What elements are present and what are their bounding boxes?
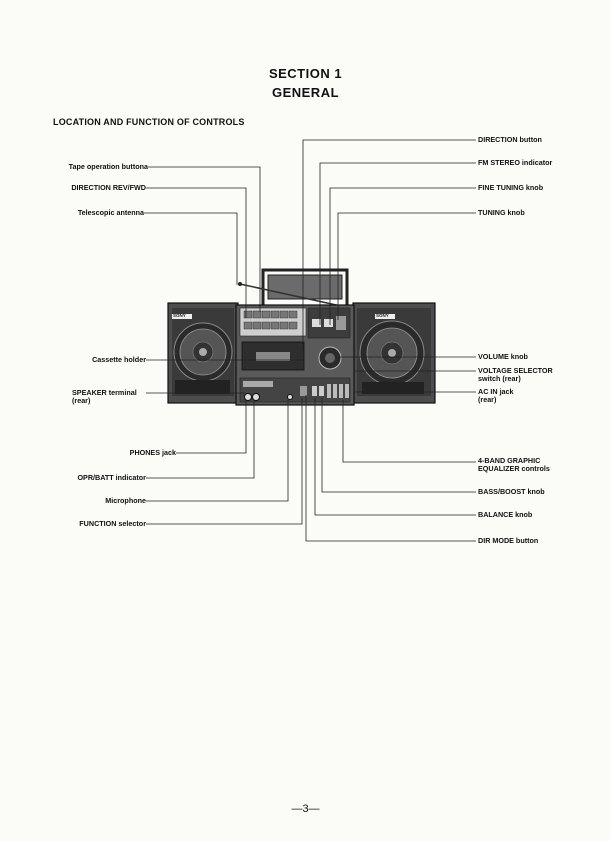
label-bass-boost: BASS/BOOST knob	[478, 487, 545, 496]
antenna	[239, 283, 351, 309]
brand-left: SONY	[173, 313, 186, 318]
label-ac-in: AC IN jack (rear)	[478, 387, 514, 404]
label-function-selector: FUNCTION selector	[79, 519, 146, 528]
label-ac-in-sub: (rear)	[478, 395, 497, 404]
label-cassette-holder: Cassette holder	[92, 355, 146, 364]
page-number: —3—	[291, 803, 320, 815]
label-equalizer-sub: EQUALIZER controls	[478, 464, 550, 473]
label-speaker-terminal-sub: (rear)	[72, 396, 91, 405]
section-title: GENERAL	[271, 85, 340, 100]
brand-right: SONY	[376, 313, 389, 318]
label-direction-button: DIRECTION button	[478, 135, 542, 144]
label-dir-mode: DIR MODE button	[478, 536, 539, 545]
label-fine-tuning: FINE TUNING knob	[478, 183, 544, 192]
label-tape-operation: Tape operation buttona	[68, 162, 148, 171]
subheading: LOCATION AND FUNCTION OF CONTROLS	[53, 117, 245, 127]
label-fm-stereo: FM STEREO indicator	[478, 158, 553, 167]
label-balance: BALANCE knob	[478, 510, 533, 519]
label-telescopic-antenna: Telescopic antenna	[77, 208, 144, 217]
sony-badge-right	[375, 314, 395, 319]
label-microphone: Microphone	[105, 496, 146, 505]
leader-lines	[144, 139, 476, 542]
main-unit	[235, 304, 355, 406]
label-opr-batt: OPR/BATT indicator	[77, 473, 146, 482]
label-equalizer: 4-BAND GRAPHIC EQUALIZER controls	[478, 456, 550, 473]
label-volume: VOLUME knob	[478, 352, 528, 361]
label-phones-jack: PHONES jack	[129, 448, 176, 457]
label-direction-rev-fwd: DIRECTION REV/FWD	[71, 183, 146, 192]
carry-handle	[261, 268, 349, 305]
label-tuning: TUNING knob	[478, 208, 525, 217]
left-speaker	[167, 302, 239, 404]
sony-badge-left	[172, 314, 192, 319]
section-number: SECTION 1	[268, 66, 343, 81]
label-speaker-terminal: SPEAKER terminal (rear)	[72, 388, 137, 405]
label-voltage-selector: VOLTAGE SELECTOR switch (rear)	[478, 366, 553, 383]
label-voltage-selector-sub: switch (rear)	[478, 374, 521, 383]
right-speaker	[352, 302, 436, 404]
